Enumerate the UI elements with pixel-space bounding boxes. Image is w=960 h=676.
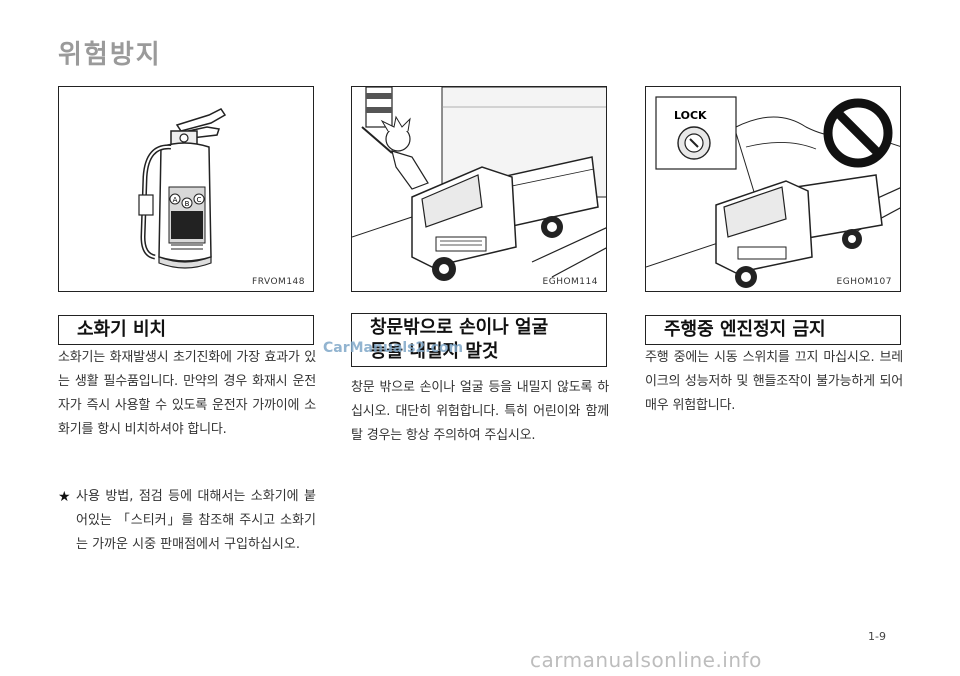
figure-code: EGHOM114 bbox=[542, 277, 598, 287]
truck-lock-illustration: LOCK bbox=[646, 96, 900, 288]
truck-window-illustration bbox=[352, 87, 606, 281]
watermark-mid: CarManuals2.com bbox=[323, 340, 464, 356]
figure-engine-stop-hazard: LOCK EGHOM107 bbox=[645, 86, 901, 292]
figure-code: EGHOM107 bbox=[836, 277, 892, 287]
section-body-window: 창문 밖으로 손이나 얼굴 등을 내밀지 않도록 하십시오. 대단히 위험합니다… bbox=[351, 380, 609, 443]
section-body-extinguisher: 소화기는 화재발생시 초기진화에 가장 효과가 있는 생활 필수품입니다. 만약… bbox=[58, 350, 316, 437]
note-body: 사용 방법, 점검 등에 대해서는 소화기에 붙어있는 「스티커」를 참조해 주… bbox=[76, 489, 316, 552]
fire-extinguisher-illustration: A B C bbox=[138, 108, 227, 269]
figure-fire-extinguisher: A B C FRVOM148 bbox=[58, 86, 314, 292]
label-c: C bbox=[197, 196, 202, 204]
page-title: 위험방지 bbox=[58, 40, 162, 70]
label-b: B bbox=[185, 200, 190, 208]
label-a: A bbox=[173, 196, 178, 204]
star-icon: ★ bbox=[58, 489, 71, 505]
section-heading-extinguisher: 소화기 비치 bbox=[58, 315, 314, 345]
section-heading-window: 창문밖으로 손이나 얼굴 등을 내밀지 말것 bbox=[351, 313, 607, 367]
lock-label: LOCK bbox=[674, 109, 707, 122]
page-number: 1-9 bbox=[868, 630, 886, 643]
figure-window-hazard: EGHOM114 bbox=[351, 86, 607, 292]
section-heading-engine: 주행중 엔진정지 금지 bbox=[645, 315, 901, 345]
note-extinguisher: ★ 사용 방법, 점검 등에 대해서는 소화기에 붙어있는 「스티커」를 참조해… bbox=[58, 485, 316, 557]
figure-code: FRVOM148 bbox=[252, 277, 305, 287]
section-body-engine: 주행 중에는 시동 스위치를 끄지 마십시오. 브레이크의 성능저하 및 핸들조… bbox=[645, 350, 903, 413]
watermark-bottom: carmanualsonline.info bbox=[530, 648, 762, 672]
